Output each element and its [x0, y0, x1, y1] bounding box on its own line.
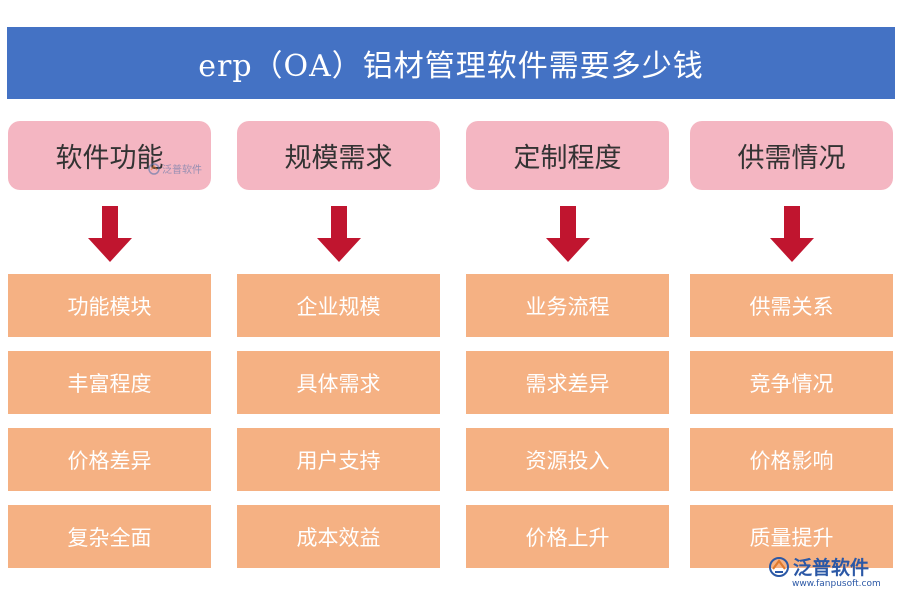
- inline-watermark-text: 泛普软件: [162, 165, 202, 176]
- item-label: 价格差异: [67, 448, 152, 473]
- column-header-box: 软件功能 泛普软件: [8, 121, 211, 190]
- item-label: 需求差异: [525, 371, 610, 396]
- title-bar: erp（OA）铝材管理软件需要多少钱: [7, 27, 895, 99]
- brand-watermark: 泛普软件 www.fanpusoft.com: [768, 553, 881, 589]
- column-header-box: 规模需求: [237, 121, 440, 190]
- diagram-title: erp（OA）铝材管理软件需要多少钱: [198, 49, 704, 84]
- item-label: 业务流程: [525, 294, 610, 319]
- list-item: 需求差异: [466, 351, 669, 414]
- fanpu-logo-icon: [769, 556, 789, 577]
- brand-url: www.fanpusoft.com: [792, 579, 881, 589]
- item-label: 用户支持: [296, 448, 381, 473]
- column-supply-demand: 供需情况 供需关系 竞争情况 价格影响 质量提升: [690, 121, 893, 582]
- down-arrow-icon: [316, 206, 361, 266]
- item-label: 具体需求: [296, 371, 381, 396]
- list-item: 企业规模: [237, 274, 440, 337]
- column-customization: 定制程度 业务流程 需求差异 资源投入 价格上升: [466, 121, 669, 582]
- item-label: 成本效益: [296, 525, 381, 550]
- list-item: 成本效益: [237, 505, 440, 568]
- list-item: 价格上升: [466, 505, 669, 568]
- list-item: 业务流程: [466, 274, 669, 337]
- item-label: 丰富程度: [67, 371, 152, 396]
- column-header: 规模需求: [284, 143, 393, 174]
- item-label: 企业规模: [296, 294, 381, 319]
- column-header-box: 供需情况: [690, 121, 893, 190]
- item-label: 复杂全面: [67, 525, 152, 550]
- list-item: 资源投入: [466, 428, 669, 491]
- list-item: 价格差异: [8, 428, 211, 491]
- list-item: 丰富程度: [8, 351, 211, 414]
- down-arrow-icon: [769, 206, 814, 266]
- item-label: 功能模块: [67, 294, 152, 319]
- item-label: 价格影响: [749, 448, 834, 473]
- column-scale-demand: 规模需求 企业规模 具体需求 用户支持 成本效益: [237, 121, 440, 582]
- list-item: 用户支持: [237, 428, 440, 491]
- column-header: 软件功能: [55, 143, 164, 174]
- list-item: 功能模块: [8, 274, 211, 337]
- item-label: 资源投入: [525, 448, 610, 473]
- column-software-function: 软件功能 泛普软件 功能模块 丰富程度 价格差异 复杂全面: [8, 121, 211, 582]
- column-header: 定制程度: [513, 143, 622, 174]
- list-item: 供需关系: [690, 274, 893, 337]
- item-label: 价格上升: [525, 525, 610, 550]
- brand-name: 泛普软件: [793, 557, 870, 579]
- list-item: 质量提升: [690, 505, 893, 568]
- fanpu-logo-icon: [148, 162, 160, 175]
- list-item: 竞争情况: [690, 351, 893, 414]
- inline-watermark: 泛普软件: [148, 161, 202, 176]
- item-label: 竞争情况: [749, 371, 834, 396]
- column-header-box: 定制程度: [466, 121, 669, 190]
- item-label: 供需关系: [749, 294, 834, 319]
- list-item: 复杂全面: [8, 505, 211, 568]
- item-label: 质量提升: [749, 525, 834, 550]
- down-arrow-icon: [87, 206, 132, 266]
- list-item: 价格影响: [690, 428, 893, 491]
- list-item: 具体需求: [237, 351, 440, 414]
- column-header: 供需情况: [737, 143, 846, 174]
- down-arrow-icon: [545, 206, 590, 266]
